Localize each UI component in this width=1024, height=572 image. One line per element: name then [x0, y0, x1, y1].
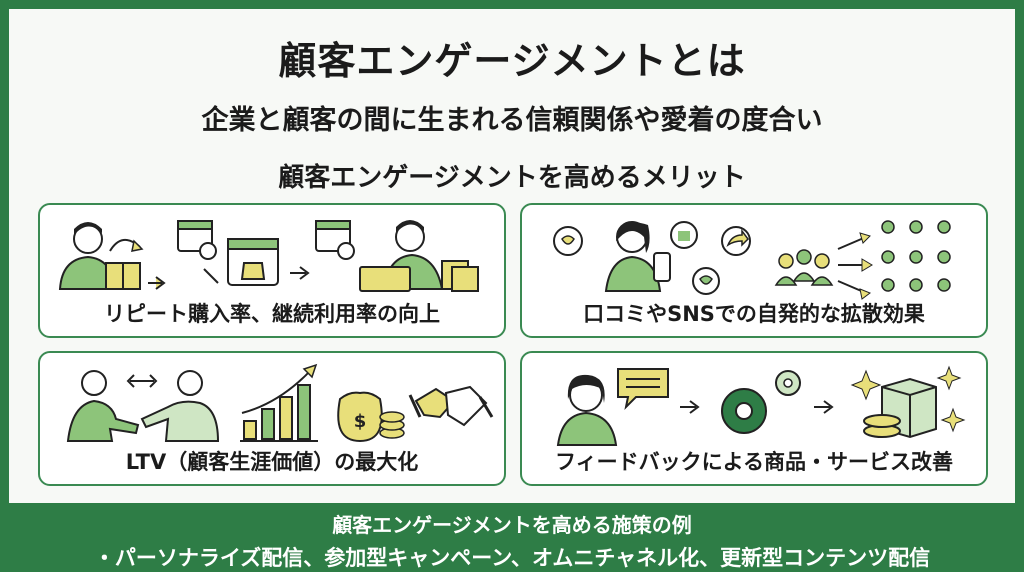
feedback-illustration: [556, 365, 966, 446]
money-bag-icon: $: [337, 391, 405, 443]
calendar-icon: [315, 220, 355, 260]
benefit-card-word-of-mouth: 口コミやSNSでの自発的な拡散効果: [520, 203, 988, 338]
footer-heading: 顧客エンゲージメントを高める施策の例: [332, 513, 692, 537]
benefit-caption: 口コミやSNSでの自発的な拡散効果: [583, 302, 925, 326]
benefits-heading: 顧客エンゲージメントを高めるメリット: [278, 163, 746, 193]
gear-icon: [721, 370, 801, 434]
share-arrow-icon: [721, 226, 751, 256]
product-box-icon: [850, 365, 966, 439]
benefit-caption: フィードバックによる商品・サービス改善: [555, 450, 953, 474]
like-bubble-icon: [553, 221, 720, 295]
benefit-card-repeat-purchase: リピート購入率、継続利用率の向上: [38, 203, 506, 338]
smartphone-user-icon: [604, 221, 671, 292]
handshake-people-icon: [66, 370, 220, 442]
benefit-card-feedback: フィードバックによる商品・サービス改善: [520, 351, 988, 486]
svg-text:$: $: [354, 411, 367, 432]
word-of-mouth-illustration: [553, 220, 951, 300]
crowd-icon: [774, 249, 834, 286]
growth-chart-icon: [240, 363, 318, 442]
repeat-purchase-illustration: [58, 220, 479, 292]
shopping-bag-icon: [227, 238, 279, 286]
benefit-caption: リピート購入率、継続利用率の向上: [104, 302, 440, 326]
ltv-illustration: $: [66, 363, 494, 443]
footer-banner: 顧客エンゲージメントを高める施策の例 ・パーソナライズ配信、参加型キャンペーン、…: [0, 503, 1024, 572]
page-title: 顧客エンゲージメントとは: [278, 39, 746, 83]
laptop-shopper-icon: [359, 220, 479, 292]
handshake-icon: [408, 385, 494, 427]
person-holding-gift-icon: [58, 222, 144, 290]
benefit-card-ltv: $ LTV（顧客生涯価値）の最大化: [38, 351, 506, 486]
page-subtitle: 企業と顧客の間に生まれる信頼関係や愛着の度合い: [201, 105, 823, 136]
benefit-caption: LTV（顧客生涯価値）の最大化: [125, 450, 419, 474]
calendar-icon: [177, 220, 217, 260]
speaking-person-icon: [556, 368, 669, 446]
footer-examples: ・パーソナライズ配信、参加型キャンペーン、オムニチャネル化、更新型コンテンツ配信: [93, 546, 931, 570]
